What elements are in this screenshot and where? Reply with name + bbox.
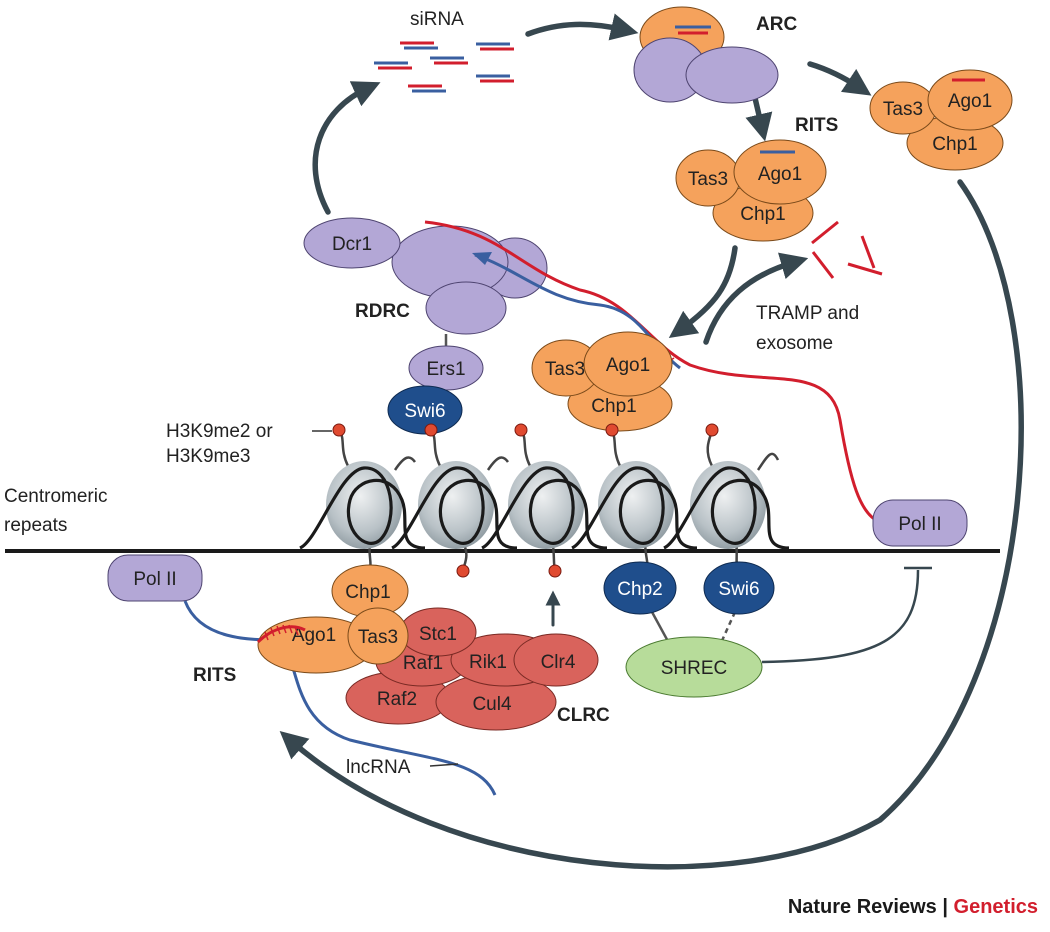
- bot-tas3-label: Tas3: [358, 627, 398, 648]
- cul4-label: Cul4: [472, 694, 512, 715]
- arc-ago1-label: Ago1: [948, 91, 992, 112]
- arrow-to-tramp: [703, 252, 809, 345]
- degraded-rna-fragments: [811, 220, 883, 279]
- rits-top-chp1-label: Chp1: [740, 204, 785, 225]
- chp2-label: Chp2: [617, 579, 662, 600]
- nucleosomes: [299, 423, 790, 578]
- pol2-right: Pol II: [872, 499, 968, 547]
- stc1-label: Stc1: [419, 624, 457, 645]
- pol2-left: Pol II: [107, 554, 203, 602]
- lncrna-label: lncRNA: [346, 757, 411, 778]
- credit-separator: |: [936, 896, 954, 918]
- chp2: Chp2: [603, 561, 677, 615]
- h3k9-label-line1: H3K9me2 or: [166, 421, 273, 442]
- rits-top-label: RITS: [795, 115, 838, 136]
- sirna-duplexes: [374, 41, 514, 93]
- pol2-right-label: Pol II: [898, 514, 941, 535]
- rdrc-label: RDRC: [355, 301, 410, 322]
- swi6-top: Swi6: [387, 385, 463, 435]
- arc-label: ARC: [756, 14, 797, 35]
- arrow-arc-to-rits-ago1: [807, 61, 872, 96]
- red-transcript: [424, 220, 881, 524]
- raf2-label: Raf2: [377, 689, 417, 710]
- arc-chp1-label: Chp1: [932, 134, 977, 155]
- clrc-label: CLRC: [557, 705, 610, 726]
- swi6-bottom-label: Swi6: [718, 579, 759, 600]
- rits-bottom-srna: [256, 625, 306, 644]
- tramp-label-line1: TRAMP and: [756, 303, 859, 324]
- rits-top-tas3-label: Tas3: [688, 169, 728, 190]
- swi6-top-label: Swi6: [404, 401, 445, 422]
- arc-tas3-label: Tas3: [883, 99, 923, 120]
- ago1-loaded-complex: Tas3 Ago1 Chp1: [869, 69, 1013, 171]
- lncrna-transcript: [183, 600, 497, 796]
- journal-section: Genetics: [953, 896, 1038, 918]
- rdrc-complex: Dcr1: [303, 217, 548, 335]
- arrow-sirna-to-arc: [525, 13, 639, 41]
- pol2-left-label: Pol II: [133, 569, 176, 590]
- shrec-inhibition: [761, 569, 920, 664]
- tramp-label-line2: exosome: [756, 333, 833, 354]
- rik1-label: Rik1: [469, 652, 507, 673]
- journal-name: Nature Reviews: [787, 896, 937, 918]
- rdrc-arrowhead: [472, 252, 492, 265]
- arrow-large-cycle: [279, 179, 1024, 870]
- sirna-label: siRNA: [410, 9, 464, 30]
- mid-ago1-label: Ago1: [606, 355, 650, 376]
- rits-top-complex: Tas3 Ago1 Chp1: [675, 139, 827, 242]
- shrec: SHREC: [625, 636, 763, 698]
- mid-tas3-label: Tas3: [545, 359, 585, 380]
- mid-chp1-label: Chp1: [591, 396, 636, 417]
- ers1-label: Ers1: [426, 359, 465, 380]
- arrow-arc-to-rits: [745, 95, 773, 142]
- pathway-arrows: [279, 13, 1024, 870]
- dcr1-label: Dcr1: [332, 234, 372, 255]
- journal-credit: Nature Reviews | Genetics: [788, 896, 1038, 919]
- arc-complex: [633, 6, 779, 104]
- bot-chp1-label: Chp1: [345, 582, 390, 603]
- swi6-bottom: Swi6: [703, 561, 775, 615]
- rits-bottom-complex: Chp1 Ago1 Tas3: [257, 564, 409, 674]
- shrec-label: SHREC: [661, 658, 728, 679]
- clr4-label: Clr4: [541, 652, 576, 673]
- arrow-dcr1-to-sirna: [312, 81, 381, 215]
- lncrna-pointer: [429, 763, 459, 767]
- rits-top-ago1-label: Ago1: [758, 164, 802, 185]
- centromeric-label-line1: Centromeric: [4, 486, 107, 507]
- centromeric-label-line2: repeats: [4, 515, 67, 536]
- rna-base-pairing-bottom: [264, 624, 299, 641]
- raf1-label: Raf1: [403, 653, 443, 674]
- ers1: Ers1: [408, 345, 484, 391]
- arrow-rits-to-transcript: [668, 245, 738, 338]
- rits-mid-complex: Tas3 Ago1 Chp1: [531, 331, 673, 432]
- rits-bottom-label: RITS: [193, 665, 236, 686]
- h3k9-label-line2: H3K9me3: [166, 446, 251, 467]
